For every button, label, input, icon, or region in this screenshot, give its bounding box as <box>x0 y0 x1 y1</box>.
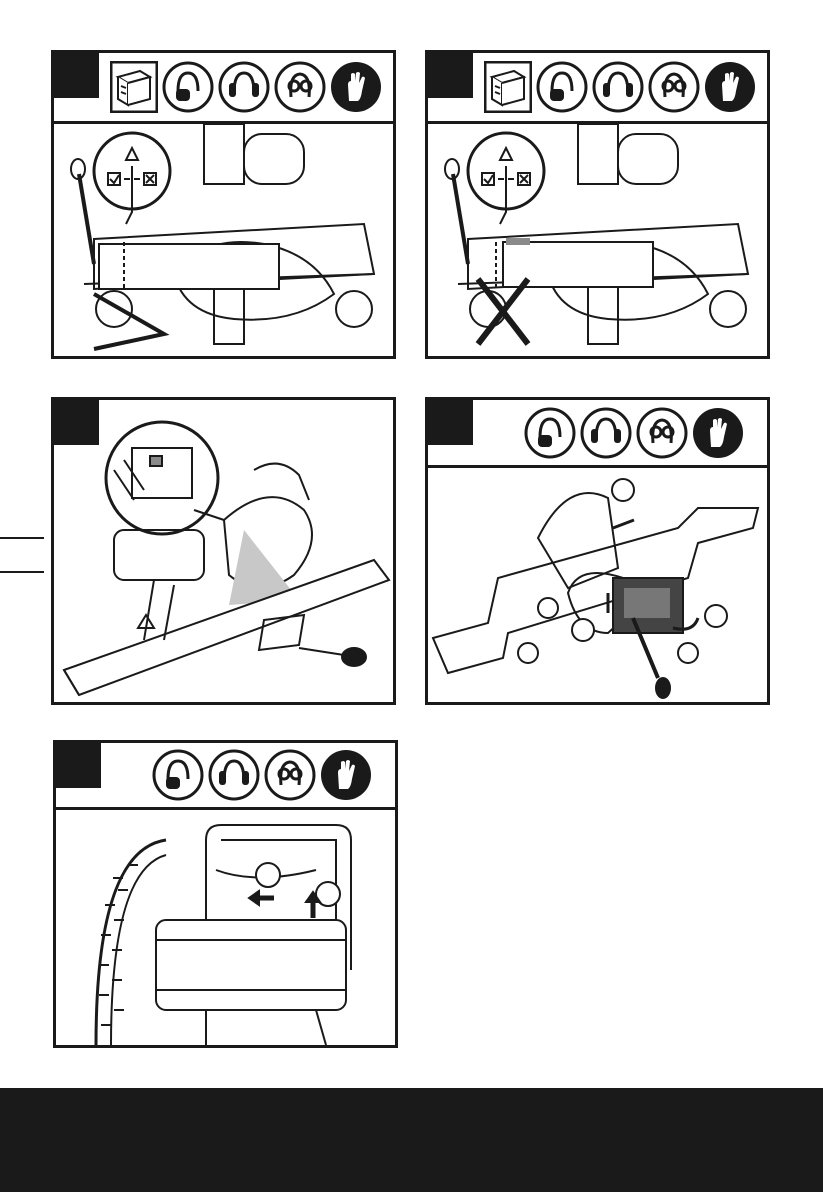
blade-guard-removal-illustration <box>428 468 767 702</box>
safety-glasses-icon <box>274 61 326 113</box>
ear-protection-icon <box>592 61 644 113</box>
dust-mask-icon <box>536 61 588 113</box>
saw-laser-guide-illustration: ✓ <box>54 124 393 356</box>
figure-panel-2 <box>425 50 770 359</box>
ear-protection-icon <box>218 61 270 113</box>
step-number-box <box>56 743 101 788</box>
dust-mask-icon <box>152 749 204 801</box>
figure-panel-4 <box>425 397 770 705</box>
step-number-box <box>54 53 99 98</box>
dust-mask-icon <box>524 407 576 459</box>
ear-protection-icon <box>580 407 632 459</box>
laser-ok-mark: ✓ <box>54 124 55 125</box>
safety-glasses-icon <box>648 61 700 113</box>
gloves-icon <box>320 749 372 801</box>
laser-cut-line-illustration <box>54 400 393 702</box>
step-number-box <box>428 53 473 98</box>
gloves-icon <box>704 61 756 113</box>
wood-icon <box>110 61 158 113</box>
side-tab-mark-top <box>0 537 44 539</box>
side-tab-mark-bottom <box>0 571 44 573</box>
gloves-icon <box>692 407 744 459</box>
figure-panel-3 <box>51 397 396 705</box>
safety-glasses-icon <box>264 749 316 801</box>
wood-icon <box>484 61 532 113</box>
dust-mask-icon <box>162 61 214 113</box>
saw-laser-guide-wrong-illustration <box>428 124 767 356</box>
footer-bar <box>0 1088 823 1192</box>
handle-lock-illustration <box>56 810 395 1045</box>
gloves-icon <box>330 61 382 113</box>
figure-panel-5 <box>53 740 398 1048</box>
ear-protection-icon <box>208 749 260 801</box>
figure-panel-1: ✓ <box>51 50 396 359</box>
step-number-box <box>428 400 473 445</box>
safety-glasses-icon <box>636 407 688 459</box>
